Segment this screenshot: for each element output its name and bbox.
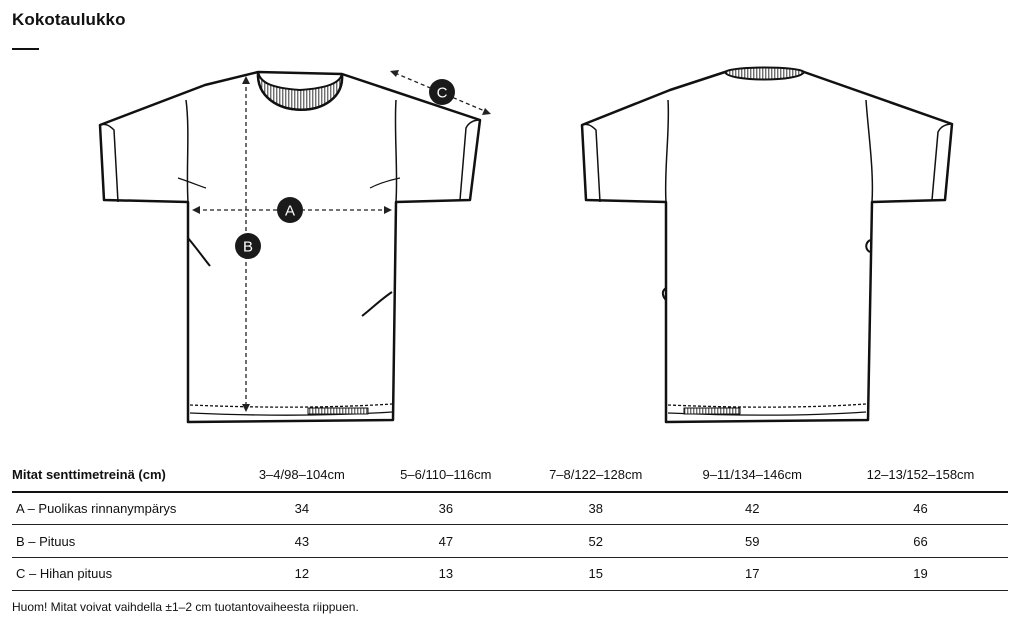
- marker-a: A: [277, 197, 303, 223]
- marker-c: C: [429, 79, 455, 105]
- title-underline: [12, 48, 39, 50]
- tshirt-back-icon: [580, 66, 954, 424]
- svg-text:B: B: [243, 239, 253, 256]
- table-row: C – Hihan pituus 12 13 15 17 19: [12, 557, 1008, 591]
- table-cell: 47: [371, 524, 520, 559]
- column-header: 7–8/122–128cm: [519, 459, 672, 493]
- column-header: 3–4/98–104cm: [232, 459, 372, 493]
- table-cell: 34: [232, 491, 372, 526]
- row-label: A – Puolikas rinnanympärys: [12, 491, 232, 526]
- marker-b: B: [235, 233, 261, 259]
- chest-measure-line: [192, 206, 392, 214]
- row-label: C – Hihan pituus: [12, 557, 232, 591]
- column-header: 5–6/110–116cm: [371, 459, 520, 493]
- table-cell: 17: [671, 557, 834, 591]
- svg-text:A: A: [285, 203, 295, 220]
- table-cell: 66: [833, 524, 1008, 559]
- table-cell: 52: [519, 524, 672, 559]
- column-header: 12–13/152–158cm: [833, 459, 1008, 493]
- column-header: 9–11/134–146cm: [671, 459, 834, 493]
- table-row: B – Pituus 43 47 52 59 66: [12, 524, 1008, 559]
- svg-text:C: C: [437, 85, 448, 102]
- table-cell: 59: [671, 524, 834, 559]
- row-label: B – Pituus: [12, 524, 232, 559]
- garment-illustration: A B C: [0, 60, 1024, 435]
- table-cell: 13: [371, 557, 520, 591]
- table-header-row: Mitat senttimetreinä (cm) 3–4/98–104cm 5…: [12, 459, 1008, 493]
- table-cell: 42: [671, 491, 834, 526]
- table-cell: 12: [232, 557, 372, 591]
- page-title: Kokotaulukko: [12, 10, 126, 29]
- size-table: Mitat senttimetreinä (cm) 3–4/98–104cm 5…: [12, 459, 1008, 591]
- table-cell: 46: [833, 491, 1008, 526]
- table-cell: 19: [833, 557, 1008, 591]
- tshirt-front-icon: [98, 70, 482, 424]
- table-cell: 36: [371, 491, 520, 526]
- table-row: A – Puolikas rinnanympärys 34 36 38 42 4…: [12, 491, 1008, 526]
- table-cell: 43: [232, 524, 372, 559]
- table-cell: 38: [519, 491, 672, 526]
- column-header: Mitat senttimetreinä (cm): [12, 459, 232, 493]
- table-cell: 15: [519, 557, 672, 591]
- measurement-note: Huom! Mitat voivat vaihdella ±1–2 cm tuo…: [12, 600, 359, 614]
